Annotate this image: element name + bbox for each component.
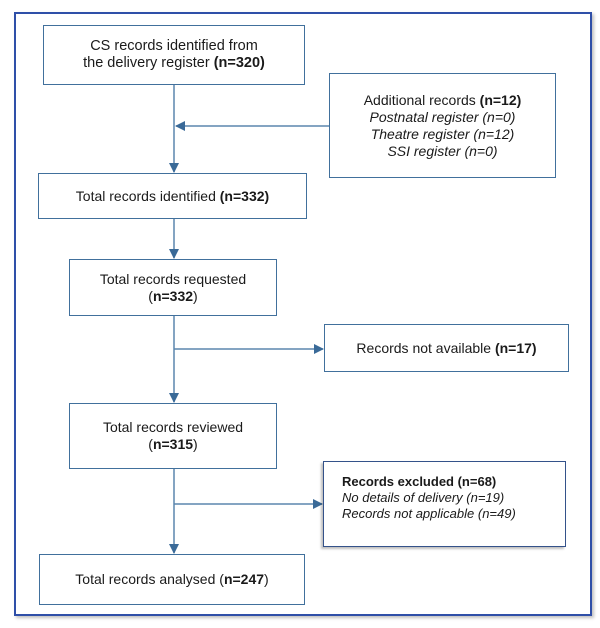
total-reviewed-label: Total records reviewed	[102, 419, 244, 435]
box-total-reviewed: Total records reviewed (n=315)	[69, 403, 277, 469]
box-records-excluded: Records excluded (n=68) No details of de…	[323, 461, 566, 547]
additional-item-postnatal: Postnatal register (n=0)	[369, 108, 516, 125]
delivery-count: (n=320)	[213, 55, 265, 71]
excluded-title: Records excluded (n=68)	[342, 474, 497, 489]
additional-item-ssi: SSI register (n=0)	[387, 142, 498, 159]
total-requested-count: n=332	[152, 287, 194, 304]
total-requested-label: Total records requested	[99, 270, 247, 287]
additional-item-theatre: Theatre register (n=12)	[370, 125, 515, 142]
box-total-requested: Total records requested (n=332)	[69, 259, 277, 316]
not-available-count: (n=17)	[494, 339, 537, 356]
total-identified-label: Total records identified (n=332)	[75, 187, 270, 204]
box-total-analysed: Total records analysed (n=247)	[39, 554, 305, 605]
additional-title: Additional records (n=12)	[363, 91, 522, 108]
excluded-item-not-applicable: Records not applicable (n=49)	[342, 506, 516, 521]
delivery-line2: the delivery register (n=320)	[83, 55, 265, 71]
additional-count: (n=12)	[479, 91, 522, 108]
total-reviewed-count-line: (n=315)	[148, 436, 198, 452]
total-analysed-count: n=247	[223, 571, 265, 587]
not-available-label: Records not available (n=17)	[356, 339, 537, 356]
delivery-line1: CS records identified from	[90, 38, 258, 54]
total-requested-count-line: (n=332)	[148, 287, 198, 304]
total-analysed-label: Total records analysed (n=247)	[75, 571, 269, 587]
box-delivery-register: CS records identified from the delivery …	[43, 25, 305, 85]
total-identified-count: (n=332)	[219, 187, 270, 204]
excluded-item-no-details: No details of delivery (n=19)	[342, 490, 505, 505]
box-total-identified: Total records identified (n=332)	[38, 173, 307, 219]
total-reviewed-count: n=315	[152, 436, 194, 452]
box-additional-records: Additional records (n=12) Postnatal regi…	[329, 73, 556, 178]
box-not-available: Records not available (n=17)	[324, 324, 569, 372]
